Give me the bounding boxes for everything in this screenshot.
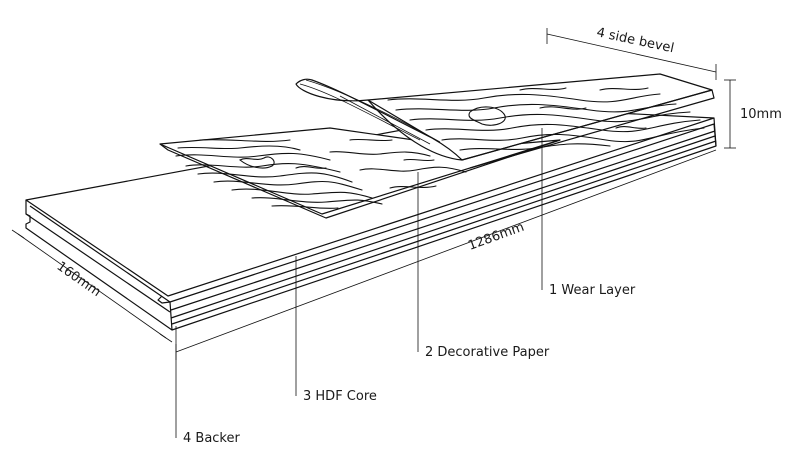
callout-wear-layer: 1 Wear Layer [541,128,636,298]
thickness-label: 10mm [740,107,782,122]
thickness-dimension: 10mm [724,79,782,149]
paper-edge [159,139,561,219]
length-label: 1286mm [466,220,526,254]
callout-hdf-core: 3 HDF Core [295,256,377,404]
wear-layer-curl [295,78,463,161]
bevel-dimension: 4 side bevel [546,25,717,80]
hdf-core-label: 3 HDF Core [303,389,377,404]
bevel-label: 4 side bevel [595,25,675,56]
wear-layer-label: 1 Wear Layer [549,283,636,298]
decorative-paper-label: 2 Decorative Paper [425,345,550,360]
curl-shape [295,78,463,161]
wear-layer-edge [461,89,715,169]
layer-line-1 [170,130,716,311]
plank-right-end [713,117,717,147]
backer-label: 4 Backer [183,431,240,446]
callout-decorative-paper: 2 Decorative Paper [417,172,550,360]
tongue-notch [157,295,171,304]
layer-line-3 [171,140,717,325]
left-layer-line [25,213,171,313]
callout-backer: 4 Backer [175,326,240,446]
layer-line-2 [170,135,716,319]
